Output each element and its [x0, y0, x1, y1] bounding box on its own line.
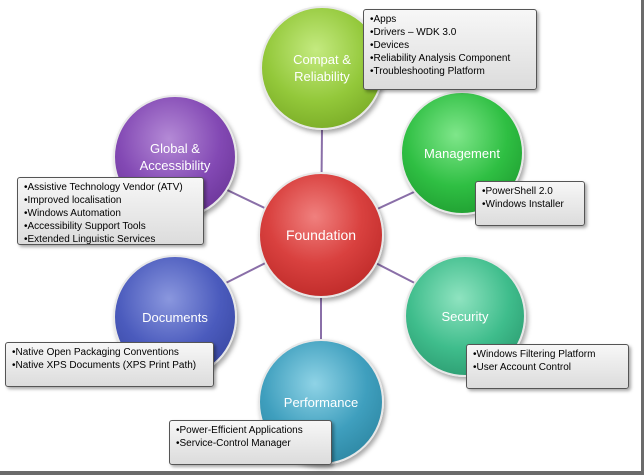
detail-item: •Windows Automation [24, 208, 121, 219]
detail-item: •PowerShell 2.0 [482, 186, 553, 197]
node-label: Compat & [293, 52, 351, 67]
details-compat-reliability: •Apps •Drivers – WDK 3.0 •Devices •Relia… [363, 9, 537, 90]
node-label: Global & [150, 141, 200, 156]
node-label: Security [441, 308, 489, 324]
detail-item: •Native Open Packaging Conventions [12, 347, 179, 358]
detail-item: •Reliability Analysis Component [370, 53, 511, 64]
detail-item: •Troubleshooting Platform [370, 66, 485, 77]
details-security: •Windows Filtering Platform •User Accoun… [466, 344, 629, 389]
detail-item: •Windows Filtering Platform [473, 349, 596, 360]
detail-item: •Service-Control Manager [176, 438, 291, 449]
detail-item: •Windows Installer [482, 199, 564, 210]
detail-item: •User Account Control [473, 362, 571, 373]
detail-item: •Assistive Technology Vendor (ATV) [24, 182, 183, 193]
detail-item: •Improved localisation [24, 195, 122, 206]
detail-item: •Extended Linguistic Services [24, 234, 156, 245]
detail-item: •Apps [370, 14, 397, 25]
detail-item: •Accessibility Support Tools [24, 221, 146, 232]
details-documents: •Native Open Packaging Conventions •Nati… [5, 342, 214, 387]
node-label: Accessibility [139, 158, 211, 173]
node-foundation: Foundation [258, 172, 384, 298]
detail-item: •Power-Efficient Applications [176, 425, 303, 436]
node-label: Documents [142, 309, 208, 325]
node-label: Foundation [285, 226, 357, 243]
detail-item: •Devices [370, 40, 410, 51]
detail-item: •Native XPS Documents (XPS Print Path) [12, 360, 197, 371]
node-security: Security [404, 255, 526, 377]
details-management: •PowerShell 2.0 •Windows Installer [475, 181, 585, 226]
node-label: Management [424, 145, 500, 161]
details-global-accessibility: •Assistive Technology Vendor (ATV) •Impr… [17, 177, 204, 245]
detail-item: •Drivers – WDK 3.0 [370, 27, 457, 38]
node-label: Reliability [294, 69, 350, 84]
details-performance: •Power-Efficient Applications •Service-C… [169, 420, 332, 465]
node-label: Performance [283, 394, 359, 410]
